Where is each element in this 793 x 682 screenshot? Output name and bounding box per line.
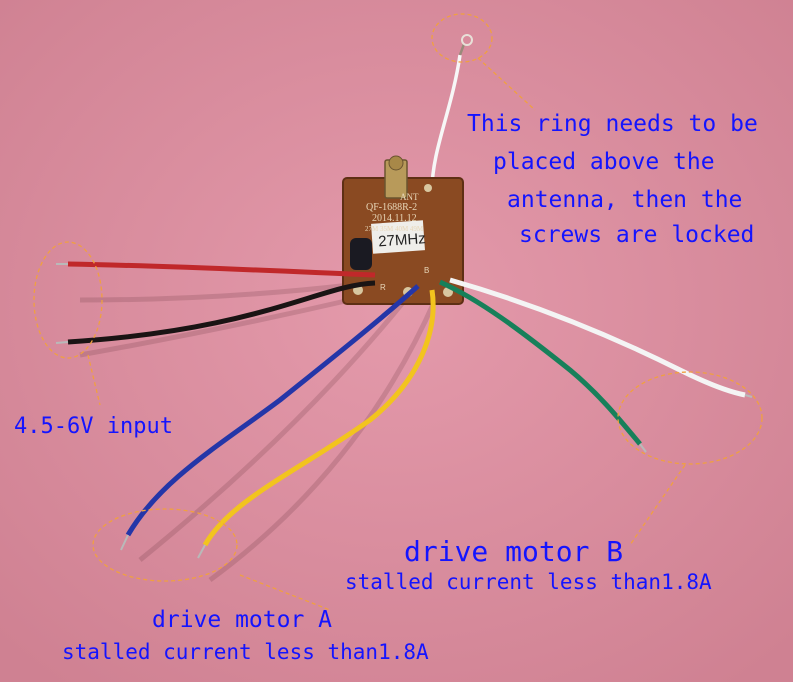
crystal-label: 27MHz xyxy=(378,230,427,250)
board-model-label: QF-1688R-2 xyxy=(366,202,417,213)
wire-shadows xyxy=(79,282,438,583)
board-ant-label: ANT xyxy=(400,192,419,202)
yellow-wire-tip xyxy=(197,544,206,559)
antenna-tip xyxy=(458,43,466,56)
antenna-ring xyxy=(461,34,473,46)
black-wire xyxy=(67,280,376,345)
ring-callout-arrow xyxy=(477,57,536,111)
ring-note-line-1: This ring needs to be xyxy=(467,111,758,137)
crystal-sticker xyxy=(371,220,425,254)
coil-top xyxy=(388,155,404,171)
yellow-wire xyxy=(202,289,436,547)
power-callout-circle xyxy=(33,241,103,359)
motor-a-callout-circle xyxy=(92,508,238,582)
antenna-wire xyxy=(430,54,462,191)
green-wire-tip xyxy=(639,443,647,453)
ring-callout-circle xyxy=(431,13,493,63)
black-wire-tip xyxy=(55,341,69,344)
ring-note-line-3: antenna, then the xyxy=(507,187,743,213)
ring-note-line-4: screws are locked xyxy=(519,222,755,248)
motor-b-title: drive motor B xyxy=(404,535,624,568)
power-callout-arrow xyxy=(87,354,101,406)
board-freq-options: 27M 35M 40M 49M xyxy=(365,225,424,233)
ring-note-line-2: placed above the xyxy=(493,149,715,175)
motor-b-detail: stalled current less than1.8A xyxy=(345,570,712,594)
motor-b-callout-arrow xyxy=(629,464,686,546)
annotation-markers xyxy=(33,13,763,611)
red-wire xyxy=(67,261,376,278)
board-pad-r: R xyxy=(380,283,386,292)
board-date-label: 2014.11.12 xyxy=(372,213,417,224)
green-wire xyxy=(438,279,642,446)
capacitor xyxy=(350,238,372,270)
antenna-pad xyxy=(424,184,432,192)
motor-a-callout-arrow xyxy=(239,574,331,611)
power-input-label: 4.5-6V input xyxy=(14,414,173,439)
blue-wire xyxy=(125,284,420,537)
blue-wire-tip xyxy=(120,534,129,551)
motor-a-title: drive motor A xyxy=(152,607,333,633)
white-wire-tip xyxy=(744,394,753,398)
board-pad-b: B xyxy=(424,266,429,275)
motor-a-detail: stalled current less than1.8A xyxy=(62,640,429,664)
motor-b-callout-circle xyxy=(617,371,763,465)
white-wire xyxy=(449,277,746,398)
